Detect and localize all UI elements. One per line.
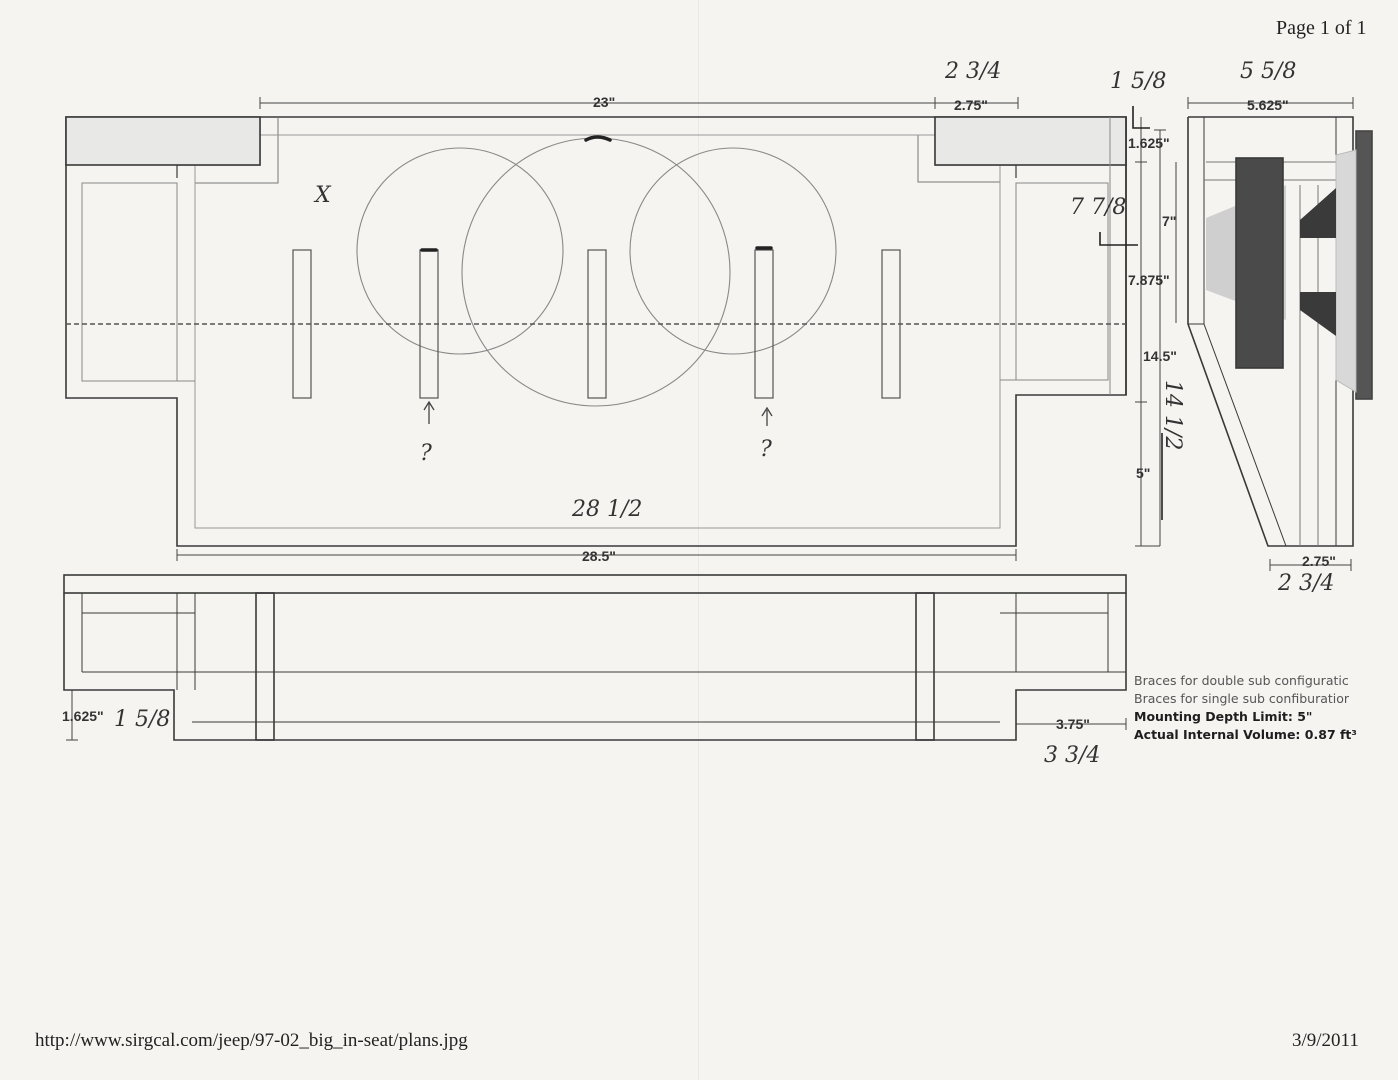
- note-three-three-quarters: 3 3/4: [1044, 743, 1100, 768]
- note-one-five-eighths-top: 1 5/8: [1110, 69, 1166, 94]
- dim-side-depth: 5.625": [1247, 97, 1289, 113]
- side-view: [1187, 116, 1373, 547]
- dim-height-145: 14.5": [1143, 348, 1177, 364]
- legend-volume-label: Actual Internal Volume:: [1134, 727, 1301, 742]
- note-one-five-eighths-bottom: 1 5/8: [114, 707, 170, 732]
- legend: Braces for double sub configuratic Brace…: [1134, 672, 1370, 744]
- note-x-mark: X: [313, 183, 332, 208]
- legend-double-sub: Braces for double sub configuratic: [1134, 673, 1349, 688]
- note-fourteen-half: 14 1/2: [1160, 380, 1185, 450]
- legend-depth-label: Mounting Depth Limit:: [1134, 709, 1293, 724]
- note-two-three-quarters-side: 2 3/4: [1277, 571, 1334, 596]
- footer-date: 3/9/2011: [1292, 1030, 1359, 1051]
- legend-depth: Mounting Depth Limit: 5": [1134, 708, 1370, 726]
- dim-top-depth: 1.625": [1128, 135, 1170, 151]
- top-view: [65, 116, 1127, 547]
- note-twenty-eight-half: 28 1/2: [571, 497, 642, 522]
- page-label: Page 1 of 1: [1276, 17, 1367, 39]
- dim-height-7: 7": [1162, 213, 1176, 229]
- dim-width-top: 23": [593, 94, 615, 110]
- note-seven-seven-eighths: 7 7/8: [1070, 195, 1126, 220]
- dim-base-height: 1.625": [62, 708, 104, 724]
- dim-height-7875: 7.875": [1128, 272, 1170, 288]
- note-five-five-eighths: 5 5/8: [1240, 59, 1296, 84]
- dim-width-bottom: 28.5": [582, 548, 616, 564]
- note-question-1: ?: [420, 441, 432, 466]
- legend-volume-value: 0.87 ft³: [1304, 727, 1357, 742]
- legend-depth-value: 5": [1297, 709, 1313, 724]
- legend-single-sub: Braces for single sub confiburatior: [1134, 691, 1350, 706]
- dim-base-step: 3.75": [1056, 716, 1090, 732]
- note-two-three-quarters-top: 2 3/4: [944, 59, 1001, 84]
- dim-height-5: 5": [1136, 465, 1150, 481]
- dim-step-top: 2.75": [954, 97, 988, 113]
- dimension-lines: [66, 97, 1354, 741]
- dim-side-bottom: 2.75": [1302, 553, 1336, 569]
- footer-url: http://www.sirgcal.com/jeep/97-02_big_in…: [35, 1030, 468, 1051]
- front-view: [63, 574, 1127, 741]
- note-question-2: ?: [760, 437, 772, 462]
- legend-volume: Actual Internal Volume: 0.87 ft³: [1134, 726, 1370, 744]
- paper-fold: [698, 0, 700, 1080]
